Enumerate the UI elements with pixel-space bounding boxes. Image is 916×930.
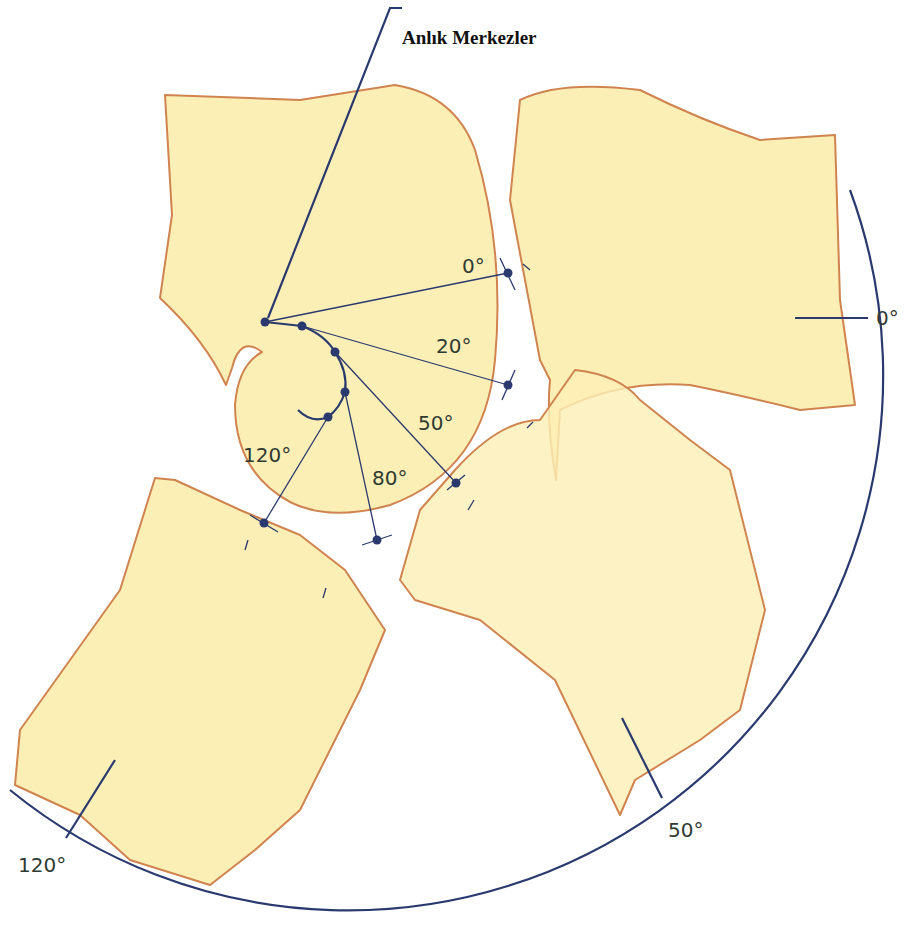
instant-center [331, 348, 340, 357]
angle-tick [795, 317, 868, 319]
contact-mark [500, 258, 515, 290]
tibia-120 [15, 478, 385, 885]
radius-line [335, 352, 456, 483]
contact-point [452, 479, 461, 488]
angle-label: 120° [18, 855, 66, 875]
radius-line [345, 392, 377, 540]
angle-tick [66, 760, 115, 838]
tibia-50 [400, 370, 765, 815]
contact-mark [523, 264, 530, 270]
angle-label: 50° [418, 413, 453, 433]
instant-center [298, 322, 307, 331]
contact-point [504, 269, 513, 278]
radius-line [265, 273, 508, 322]
contact-point [373, 536, 382, 545]
contact-mark [468, 500, 474, 510]
contact-mark [447, 475, 465, 490]
contact-point [260, 519, 269, 528]
angle-label: 50° [668, 820, 703, 840]
angle-tick [622, 718, 662, 798]
instant-center [261, 318, 270, 327]
instant-center [324, 413, 333, 422]
contact-mark [362, 535, 392, 545]
rotation-arc [10, 190, 883, 910]
angle-label: 120° [243, 445, 291, 465]
contact-point [504, 381, 513, 390]
contact-mark [323, 588, 326, 598]
leader-line [268, 8, 402, 318]
instant-center [341, 388, 350, 397]
centrode-curve [265, 322, 346, 419]
angle-label: 0° [876, 308, 899, 328]
contact-mark [502, 370, 515, 400]
radius-line [302, 326, 508, 385]
angle-label: 20° [436, 336, 471, 356]
contact-mark [527, 422, 533, 428]
contact-mark [250, 515, 278, 532]
callout-title: Anlık Merkezler [402, 28, 537, 47]
angle-label: 80° [372, 468, 407, 488]
femur-condyle [160, 85, 498, 513]
contact-mark [245, 540, 248, 550]
angle-label: 0° [462, 256, 485, 276]
radius-line [264, 417, 328, 523]
